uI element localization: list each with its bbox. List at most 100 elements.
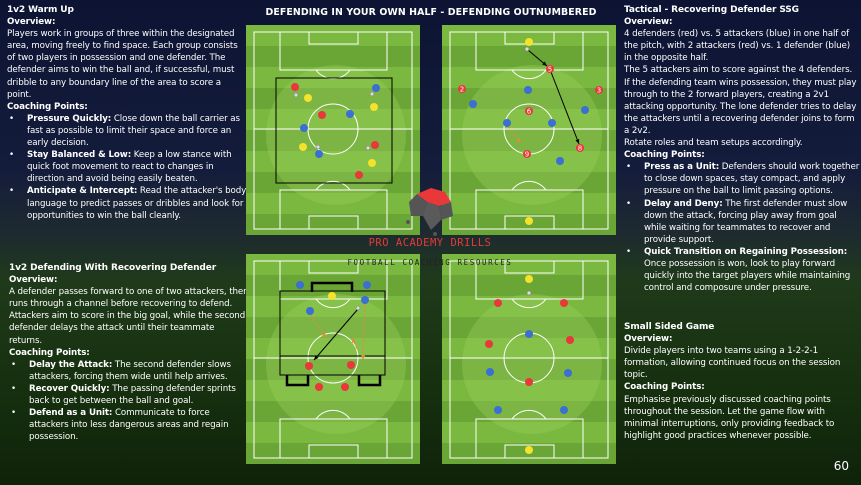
list-item: Stay Balanced & Low: Keep a low stance w… (7, 149, 247, 185)
pass-arrow (550, 71, 580, 145)
red-player (546, 65, 554, 73)
arrow-head (575, 139, 580, 144)
six-yard-box (504, 215, 555, 230)
player-number: 8 (578, 145, 582, 153)
ball-icon (315, 144, 321, 150)
penalty-arc (511, 69, 547, 80)
pitch-highlight (266, 65, 406, 205)
red-player (318, 111, 326, 119)
blue-player (296, 281, 304, 289)
red-player (566, 336, 574, 344)
blue-player (372, 84, 380, 92)
penalty-arc (315, 298, 351, 309)
coaching-points-label: Coaching Points: (624, 150, 705, 161)
ball-icon (365, 145, 371, 151)
penalty-arc (315, 180, 351, 191)
small-goal (357, 375, 382, 387)
overview-text: The 5 attackers aim to score against the… (624, 65, 857, 136)
yellow-player (370, 103, 378, 111)
arrow-head (516, 138, 521, 143)
penalty-arc (511, 180, 547, 191)
area-boundary (275, 77, 393, 184)
recovering-text: 1v2 Defending With Recovering Defender O… (9, 262, 249, 443)
list-item: Delay and Deny: The first defender must … (624, 198, 860, 246)
overview-text: 4 defenders (red) vs. 5 attackers (blue)… (624, 29, 851, 64)
six-yard-box (504, 260, 555, 274)
section-title: 1v2 Defending With Recovering Defender (9, 263, 217, 273)
blue-player (560, 406, 568, 414)
blue-player (346, 110, 354, 118)
overview-text: Divide players into two teams using a 1-… (624, 346, 841, 381)
red-player (560, 299, 568, 307)
run-arrow (362, 303, 366, 361)
red-player (347, 361, 355, 369)
coaching-points-text: Emphasise previously discussed coaching … (624, 394, 835, 441)
player-number: 2 (460, 86, 464, 94)
yellow-player (299, 143, 307, 151)
red-player (523, 150, 531, 158)
brand-tagline: FOOTBALL COACHING RESOURCES (347, 258, 513, 267)
ball-icon (355, 305, 361, 311)
yellow-player (304, 94, 312, 102)
blue-player (469, 100, 477, 108)
red-player (371, 141, 379, 149)
ball-icon (526, 290, 532, 296)
blue-player (363, 281, 371, 289)
penalty-arc (315, 69, 351, 80)
section-title: 1v2 Warm Up (7, 5, 74, 15)
section-title: Tactical - Recovering Defender SSG (624, 5, 799, 15)
blue-player (486, 368, 494, 376)
red-player (525, 378, 533, 386)
red-player (494, 299, 502, 307)
brand-name: PRO ACADEMY DRILLS (368, 237, 492, 249)
red-player (458, 85, 466, 93)
grass-stripe (246, 88, 420, 109)
blue-player (581, 106, 589, 114)
blue-player (556, 157, 564, 165)
pitch-highlight (462, 294, 602, 434)
ball-icon (369, 91, 375, 97)
arrow-head (314, 355, 319, 360)
grass-stripe (442, 317, 616, 338)
red-player (595, 86, 603, 94)
pitch-ssg (442, 254, 616, 464)
grass-stripe (442, 275, 616, 296)
area-boundary (279, 290, 386, 376)
grass-stripe (246, 46, 420, 67)
coaching-points-label: Coaching Points: (9, 347, 90, 358)
red-player (291, 83, 299, 91)
red-player (315, 383, 323, 391)
list-item: Anticipate & Intercept: Read the attacke… (7, 185, 247, 221)
pitch-recovering (246, 254, 420, 464)
blue-player (315, 150, 323, 158)
coaching-points-label: Coaching Points: (7, 101, 88, 112)
coaching-points: Pressure Quickly: Close down the ball ca… (7, 113, 247, 222)
six-yard-box (308, 215, 359, 230)
grass-stripe (442, 172, 616, 193)
yellow-player (525, 446, 533, 454)
tactical-text: Tactical - Recovering Defender SSG Overv… (624, 4, 860, 294)
player-number: 5 (548, 66, 552, 74)
grass-stripe (442, 88, 616, 109)
overview-label: Overview: (9, 275, 58, 286)
blue-player (494, 406, 502, 414)
red-player (355, 171, 363, 179)
player-number: 9 (525, 151, 529, 159)
grass-stripe (246, 317, 420, 338)
six-yard-box (504, 444, 555, 459)
coaching-points: Press as a Unit: Defenders should work t… (624, 161, 860, 294)
ball-icon (524, 46, 530, 52)
pass-arrow (313, 308, 359, 361)
player-number: 6 (527, 108, 532, 116)
centre-circle (307, 103, 359, 155)
grass-stripe (442, 130, 616, 151)
red-player (485, 340, 493, 348)
page-title: DEFENDING IN YOUR OWN HALF - DEFENDING O… (265, 7, 597, 18)
arrow-head (542, 61, 547, 66)
small-goal (285, 375, 310, 387)
six-yard-box (308, 444, 359, 459)
grass-stripe (246, 401, 420, 422)
arrow-head (361, 355, 366, 360)
grass-stripe (442, 401, 616, 422)
red-player (576, 144, 584, 152)
